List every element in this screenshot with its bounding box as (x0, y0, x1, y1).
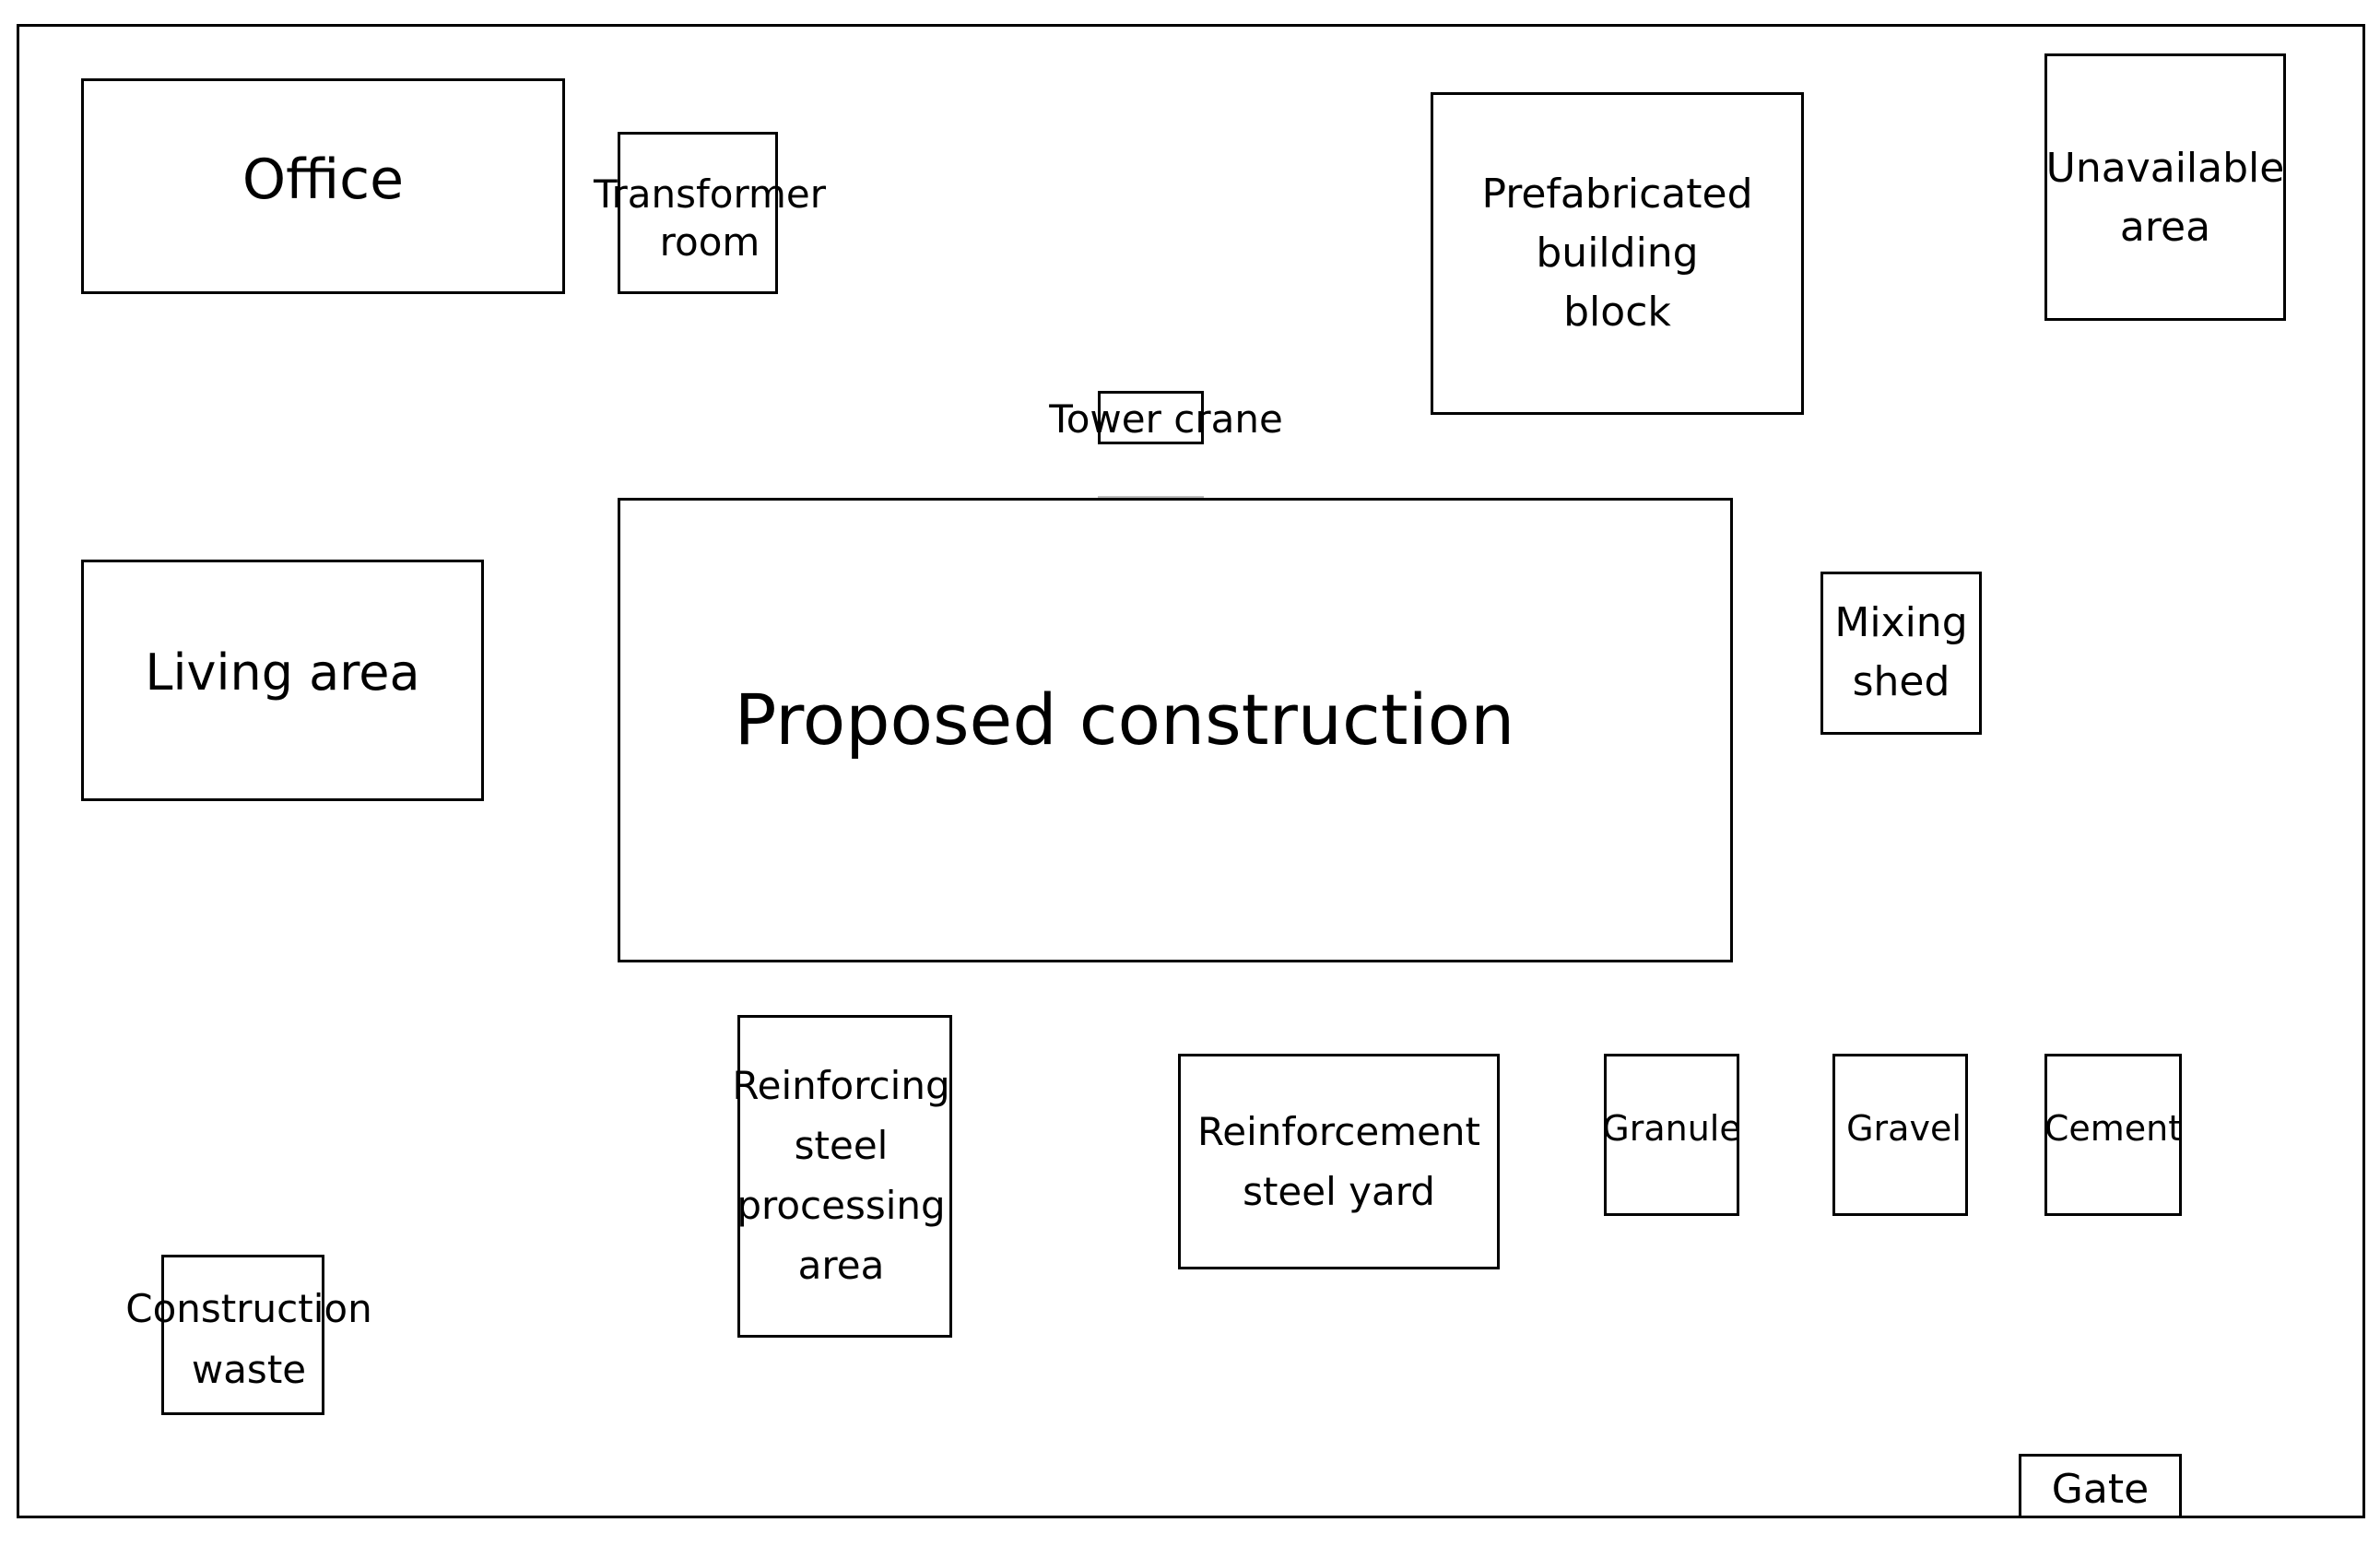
granule-label: Granule (1602, 1108, 1741, 1150)
construction-waste-label: Construction waste (125, 1286, 372, 1392)
tower-crane-label: Tower crane (1049, 395, 1283, 442)
proposed-construction-zone (618, 498, 1733, 962)
construction-waste-zone (161, 1255, 324, 1415)
office-label: Office (242, 147, 405, 212)
tower-crane-shadow (1098, 496, 1204, 499)
cement-zone (2044, 1054, 2182, 1216)
gravel-label: Gravel (1846, 1108, 1962, 1150)
living-area-label: Living area (145, 643, 420, 702)
mixing-shed-zone (1820, 572, 1982, 735)
granule-zone (1604, 1054, 1739, 1216)
unavailable-area-zone (2044, 53, 2286, 321)
proposed-construction-label: Proposed construction (734, 678, 1515, 761)
gate-zone (2019, 1454, 2182, 1518)
prefabricated-block-label: Prefabricated building block (1481, 171, 1753, 336)
prefabricated-block-zone (1431, 92, 1804, 415)
living-area-zone (81, 560, 484, 801)
steel-yard-label: Reinforcement steel yard (1196, 1108, 1481, 1214)
steel-yard-zone (1178, 1054, 1500, 1269)
office-zone (81, 78, 565, 294)
cement-label: Cement (2044, 1108, 2183, 1150)
unavailable-area-label: Unavailable area (2045, 145, 2285, 251)
transformer-room-label: Transformer room (593, 171, 827, 266)
gate-label: Gate (2051, 1465, 2150, 1513)
steel-processing-zone (737, 1015, 952, 1338)
mixing-shed-label: Mixing shed (1834, 599, 1968, 705)
gravel-zone (1832, 1054, 1968, 1216)
transformer-room-zone (618, 132, 778, 294)
site-boundary (17, 24, 2365, 1518)
steel-processing-label: Reinforcing steel processing area (732, 1062, 950, 1289)
tower-crane-marker (1098, 391, 1204, 444)
